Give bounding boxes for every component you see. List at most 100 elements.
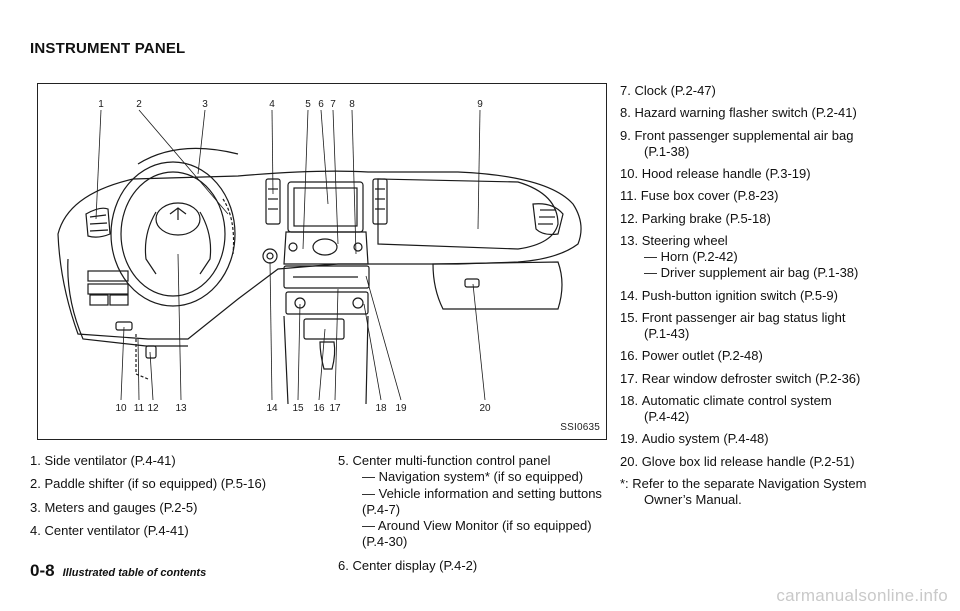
item-text: Push-button ignition switch (P.5-9) (641, 287, 838, 303)
item-number: 3. (30, 499, 45, 515)
callout-number: 16 (313, 403, 325, 414)
callout-leader-line (477, 109, 481, 230)
callout-leader-line (149, 351, 154, 401)
list-item: 3. Meters and gauges (P.2-5) (30, 500, 330, 516)
item-number: 10. (620, 166, 642, 181)
footer-text: Illustrated table of contents (62, 567, 207, 579)
list-item: 9. Front passenger supplemental air bag(… (620, 128, 920, 161)
item-continuation: Owner’s Manual. (644, 492, 742, 507)
list-item: 2. Paddle shifter (if so equipped) (P.5-… (30, 476, 330, 492)
list-item: 14. Push-button ignition switch (P.5-9) (620, 288, 920, 304)
callout-number: 17 (329, 403, 341, 414)
callout-leader-line (138, 109, 229, 215)
watermark: carmanualsonline.info (776, 586, 948, 605)
list-item: 10. Hood release handle (P.3-19) (620, 166, 920, 182)
callout-number: 1 (98, 99, 104, 110)
list-item: 19. Audio system (P.4-48) (620, 431, 920, 447)
callout-number: 19 (395, 403, 407, 414)
item-number: 9. (620, 127, 635, 143)
callout-leader-line (137, 338, 140, 401)
item-number: 15. (620, 309, 642, 325)
item-text: Center multi-function control panel (352, 453, 551, 468)
item-text: Center ventilator (P.4-41) (44, 522, 189, 538)
callout-leader-line (271, 109, 274, 195)
callout-number: 11 (134, 403, 145, 414)
callout-leader-line (363, 303, 382, 401)
list-item: 12. Parking brake (P.5-18) (620, 211, 920, 227)
item-text: Hazard warning flasher switch (P.2-41) (634, 105, 857, 121)
list-item: 11. Fuse box cover (P.8-23) (620, 188, 920, 204)
item-subentry: — Vehicle information and setting button… (362, 485, 602, 517)
item-text: Fuse box cover (P.8-23) (640, 188, 779, 204)
callout-leader-line (269, 261, 273, 401)
list-item: 7. Clock (P.2-47) (620, 83, 920, 99)
callout-number: 7 (330, 99, 336, 110)
list-item: 15. Front passenger air bag status light… (620, 310, 920, 343)
item-number: 13. (620, 232, 642, 248)
list-item: 16. Power outlet (P.2-48) (620, 348, 920, 364)
left-list: 1. Side ventilator (P.4-41) 2. Paddle shi… (30, 453, 330, 546)
callout-leader-line (318, 328, 326, 401)
item-text: Hood release handle (P.3-19) (641, 166, 811, 181)
item-text: Side ventilator (P.4-41) (44, 453, 176, 468)
list-item: 1. Side ventilator (P.4-41) (30, 453, 330, 469)
callout-number: 2 (136, 99, 142, 110)
item-subentry: — Around View Monitor (if so equipped) (… (362, 518, 592, 550)
page-number: 0-8 (30, 561, 55, 580)
item-text: Paddle shifter (if so equipped) (P.5-16) (44, 476, 267, 492)
callout-number: 9 (477, 99, 483, 110)
item-number: 4. (30, 522, 45, 538)
callout-leader-line (95, 109, 102, 220)
callout-leader-line (334, 288, 339, 401)
callout-number: 12 (147, 403, 159, 414)
item-text: Refer to the separate Navigation System (632, 475, 867, 491)
item-number: 8. (620, 105, 635, 121)
item-text: Steering wheel (641, 232, 728, 248)
figure-code: SSI0635 (560, 422, 600, 433)
callout-number: 3 (202, 99, 208, 110)
item-number: 19. (620, 431, 642, 447)
item-number: *: (620, 475, 633, 491)
list-item: *: Refer to the separate Navigation Syst… (620, 476, 920, 509)
item-subentry: — Navigation system* (if so equipped) (362, 469, 584, 485)
callout-number: 5 (305, 99, 311, 110)
section-title: INSTRUMENT PANEL (30, 40, 186, 57)
callout-number: 14 (266, 403, 278, 414)
callout-leader-line (472, 283, 486, 401)
item-number: 2. (30, 476, 45, 492)
list-item: 13. Steering wheel— Horn (P.2-42)— Drive… (620, 233, 920, 282)
middle-list: 5. Center multi-function control panel— … (338, 453, 613, 581)
item-number: 16. (620, 348, 642, 364)
item-text: Front passenger supplemental air bag (634, 127, 854, 143)
item-number: 7. (620, 83, 635, 98)
footer: 0-8 Illustrated table of contents (30, 561, 206, 581)
callout-number: 8 (349, 99, 355, 110)
callout-leader-line (297, 303, 301, 401)
callout-number: 6 (318, 99, 324, 110)
item-text: Parking brake (P.5-18) (641, 210, 771, 226)
callout-leader-line (120, 326, 125, 401)
item-number: 11. (620, 188, 641, 204)
callout-leader-line (177, 253, 182, 401)
list-item: 20. Glove box lid release handle (P.2-51… (620, 454, 920, 470)
item-number: 14. (620, 287, 642, 303)
item-number: 20. (620, 453, 642, 469)
right-list: 7. Clock (P.2-47) 8. Hazard warning flash… (620, 83, 920, 514)
callout-leader-line (332, 109, 339, 245)
list-item: 4. Center ventilator (P.4-41) (30, 523, 330, 539)
item-number: 12. (620, 210, 642, 226)
callout-number: 10 (115, 403, 127, 414)
list-item: 8. Hazard warning flasher switch (P.2-41… (620, 105, 920, 121)
item-number: 5. (338, 453, 353, 468)
list-item: 6. Center display (P.4-2) (338, 558, 613, 574)
item-text: Center display (P.4-2) (352, 557, 478, 573)
callout-leader-line (365, 275, 402, 401)
callout-number: 18 (375, 403, 387, 414)
item-subentry: — Horn (P.2-42) (644, 249, 738, 264)
item-text: Clock (P.2-47) (634, 83, 716, 98)
item-text: Glove box lid release handle (P.2-51) (641, 453, 855, 469)
item-text: Audio system (P.4-48) (641, 431, 769, 447)
item-number: 17. (620, 370, 642, 386)
item-number: 18. (620, 392, 642, 408)
